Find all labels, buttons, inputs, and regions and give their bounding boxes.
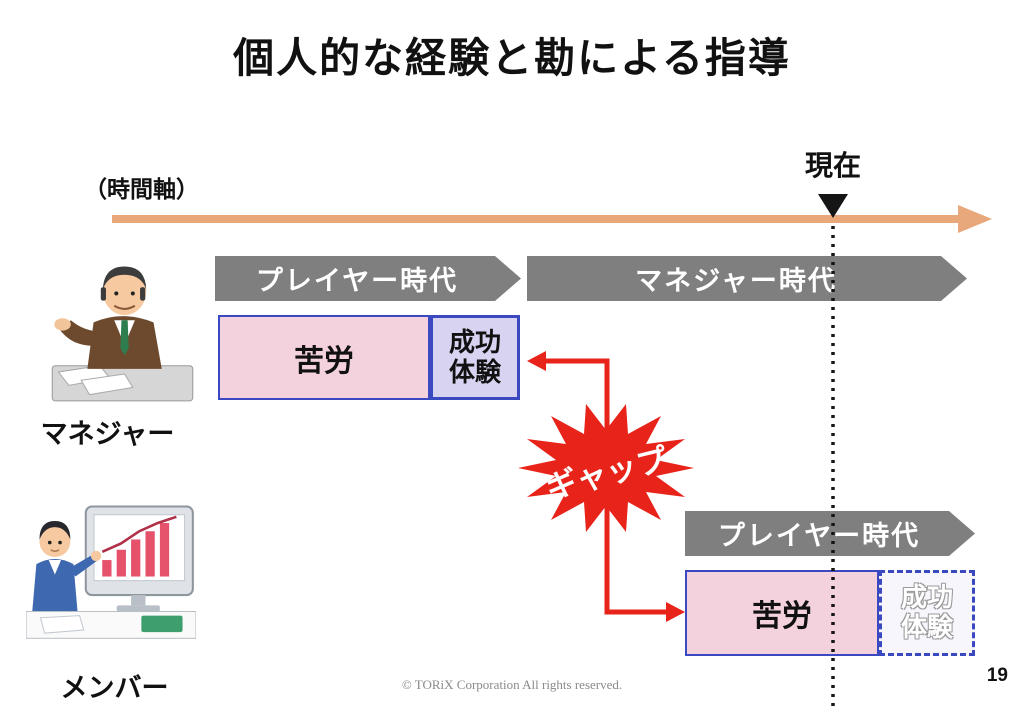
member-hardship-box: 苦労	[685, 570, 879, 656]
success-label-line2: 体験	[900, 612, 953, 642]
manager-success-box: 成功 体験	[430, 315, 520, 400]
manager-hardship-box: 苦労	[218, 315, 430, 400]
banner-label: プレイヤー時代	[255, 266, 459, 296]
success-label-line1: 成功	[448, 326, 501, 357]
banner-label: マネジャー時代	[635, 266, 837, 296]
copyright-text: © TORiX Corporation All rights reserved.	[401, 677, 623, 692]
page-number: 19	[986, 665, 1008, 686]
slide-title: 個人的な経験と勘による指導	[233, 35, 791, 81]
banner-member-player-era: プレイヤー時代	[685, 511, 975, 556]
now-label: 現在	[804, 150, 861, 181]
manager-illustration-icon	[51, 266, 194, 402]
now-marker-triangle-icon	[818, 194, 848, 218]
manager-row-label: マネジャー	[40, 419, 175, 449]
banner-manager-player-era: プレイヤー時代	[215, 256, 521, 301]
time-axis-arrowhead-icon	[958, 205, 992, 233]
gap-connector-arrowhead-right-icon	[666, 602, 685, 622]
banner-manager-manager-era: マネジャー時代	[527, 256, 967, 301]
gap-starburst-icon	[518, 404, 694, 532]
member-success-box-dashed: 成功 体験	[879, 570, 975, 656]
member-row-label: メンバー	[60, 673, 169, 703]
banner-label: プレイヤー時代	[717, 521, 921, 551]
gap-connector-arrowhead-left-icon	[527, 351, 546, 371]
member-illustration-icon	[26, 505, 196, 639]
hardship-label: 苦労	[294, 344, 354, 378]
success-label-line2: 体験	[448, 356, 501, 387]
time-axis-label: （時間軸）	[84, 176, 199, 202]
success-label-line1: 成功	[900, 582, 953, 613]
hardship-label: 苦労	[752, 600, 812, 633]
